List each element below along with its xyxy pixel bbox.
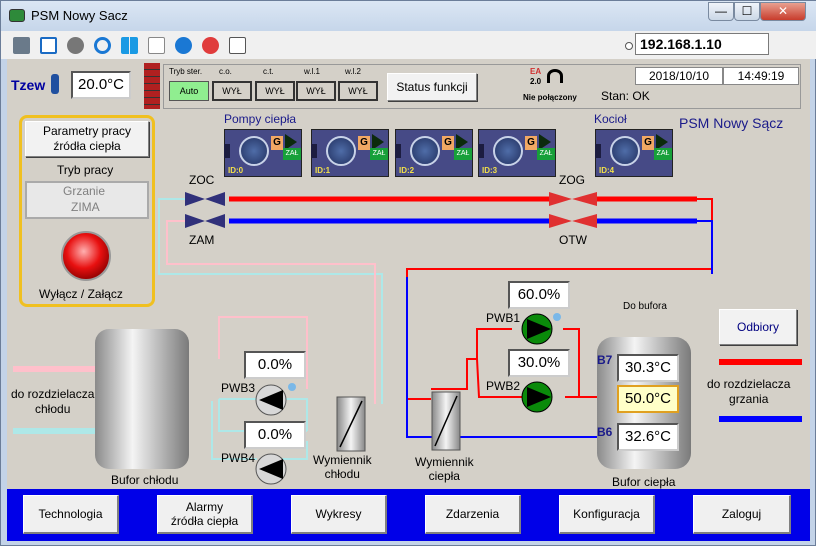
mode-wl1[interactable]: WYŁ	[296, 81, 336, 101]
connection-status: Nie połączony	[523, 93, 577, 102]
gear-icon[interactable]	[67, 37, 84, 54]
firewall-icon	[144, 63, 160, 109]
pwb1-label: PWB1	[486, 311, 521, 325]
download-icon[interactable]	[229, 37, 246, 54]
scada-panel: Tzew 20.0°C Tryb ster. c.o. c.t. w.l.1 w…	[7, 59, 810, 489]
wifi-off-icon	[547, 69, 563, 83]
switch-label: Wyłącz / Załącz	[39, 287, 123, 301]
thermometer-icon	[51, 74, 59, 94]
title-bar: PSM Nowy Sacz — ☐ ✕	[1, 1, 816, 31]
heat-buffer-label: Bufor ciepła	[612, 475, 676, 489]
temp-bottom: 32.6°C	[617, 423, 679, 451]
source-panel	[19, 115, 155, 307]
temp-top: 30.3°C	[617, 354, 679, 382]
mode-box	[25, 181, 149, 219]
minimize-button[interactable]: —	[708, 2, 734, 21]
ea-version: 2.0	[530, 77, 542, 86]
mode-ct[interactable]: WYŁ	[255, 81, 295, 101]
events-button[interactable]: Zdarzenia	[425, 495, 521, 534]
pwb1-value: 60.0%	[508, 281, 570, 309]
pwb2-label: PWB2	[486, 379, 521, 393]
mode-label-2: c.t.	[263, 67, 274, 76]
pwb3-value: 0.0%	[244, 351, 306, 379]
mode-wl2[interactable]: WYŁ	[338, 81, 378, 101]
mode-value: Grzanie	[63, 184, 106, 198]
receivers-button[interactable]: Odbiory	[719, 309, 797, 345]
window-title: PSM Nowy Sacz	[31, 8, 128, 23]
alarms-button[interactable]: Alarmy źródła ciepła	[157, 495, 253, 534]
cold-distribution-label: do rozdzielacza chłodu	[11, 387, 95, 416]
valve-zam-label: ZAM	[189, 233, 215, 247]
valve-zoc-label: ZOC	[189, 173, 215, 187]
login-button[interactable]: Zaloguj	[693, 495, 791, 534]
pwb3-label: PWB3	[221, 381, 256, 395]
time-display: 14:49:19	[723, 67, 799, 85]
to-buffer-label: Do bufora	[623, 301, 667, 312]
mode-season: ZIMA	[71, 200, 100, 214]
state-text: Stan: OK	[601, 89, 650, 103]
sensor-b7-label: B7	[597, 353, 613, 367]
windows-icon[interactable]	[121, 37, 138, 54]
ip-address-field[interactable]: 192.168.1.10	[635, 33, 769, 55]
technology-button[interactable]: Technologia	[23, 495, 119, 534]
mode-auto[interactable]: Auto	[169, 81, 209, 101]
valve-otw-label: OTW	[559, 233, 587, 247]
pwb4-label: PWB4	[221, 451, 256, 465]
heat-distribution-label: do rozdzielacza grzania	[707, 377, 791, 406]
heat-pumps-label: Pompy ciepła	[224, 112, 297, 126]
mode-title: Tryb pracy	[57, 163, 114, 177]
close-circle-icon[interactable]	[202, 37, 219, 54]
mode-co[interactable]: WYŁ	[212, 81, 252, 101]
ea-label: EA	[530, 67, 542, 76]
pwb4-value: 0.0%	[244, 421, 306, 449]
app-eye-icon	[9, 9, 25, 22]
pwb2-value: 30.0%	[508, 349, 570, 377]
temp-mid: 50.0°C	[617, 385, 679, 413]
cold-buffer-label: Bufor chłodu	[111, 473, 179, 487]
network-icon[interactable]	[13, 37, 30, 54]
cold-exchanger-label: Wymiennik chłodu	[313, 453, 372, 481]
configuration-button[interactable]: Konfiguracja	[559, 495, 655, 534]
status-function-button[interactable]: Status funkcji	[387, 73, 477, 101]
source-params-button[interactable]: Parametry pracy źródła ciepła	[25, 121, 149, 157]
sensor-b6-label: B6	[597, 425, 613, 439]
fullscreen-icon[interactable]	[40, 37, 57, 54]
document-icon[interactable]	[148, 37, 165, 54]
app-title: PSM Nowy Sącz	[679, 115, 784, 131]
tzew-label: Tzew	[11, 77, 46, 93]
tzew-value: 20.0°C	[71, 71, 131, 99]
valve-zog-label: ZOG	[559, 173, 585, 187]
date-display: 2018/10/10	[635, 67, 723, 85]
mode-label-0: Tryb ster.	[169, 67, 203, 76]
refresh-icon[interactable]	[94, 37, 111, 54]
ip-radio[interactable]	[625, 42, 633, 50]
charts-button[interactable]: Wykresy	[291, 495, 387, 534]
heat-exchanger-label: Wymiennik ciepła	[415, 455, 474, 483]
boiler-label: Kocioł	[594, 112, 627, 126]
close-button[interactable]: ✕	[760, 2, 806, 21]
maximize-button[interactable]: ☐	[734, 2, 760, 21]
mode-label-4: w.l.2	[345, 67, 362, 76]
mode-label-3: w.l.1	[304, 67, 321, 76]
footer-nav: Technologia Alarmy źródła ciepła Wykresy…	[7, 489, 810, 541]
info-icon[interactable]	[175, 37, 192, 54]
power-switch-button[interactable]	[61, 231, 111, 281]
mode-label-1: c.o.	[219, 67, 232, 76]
